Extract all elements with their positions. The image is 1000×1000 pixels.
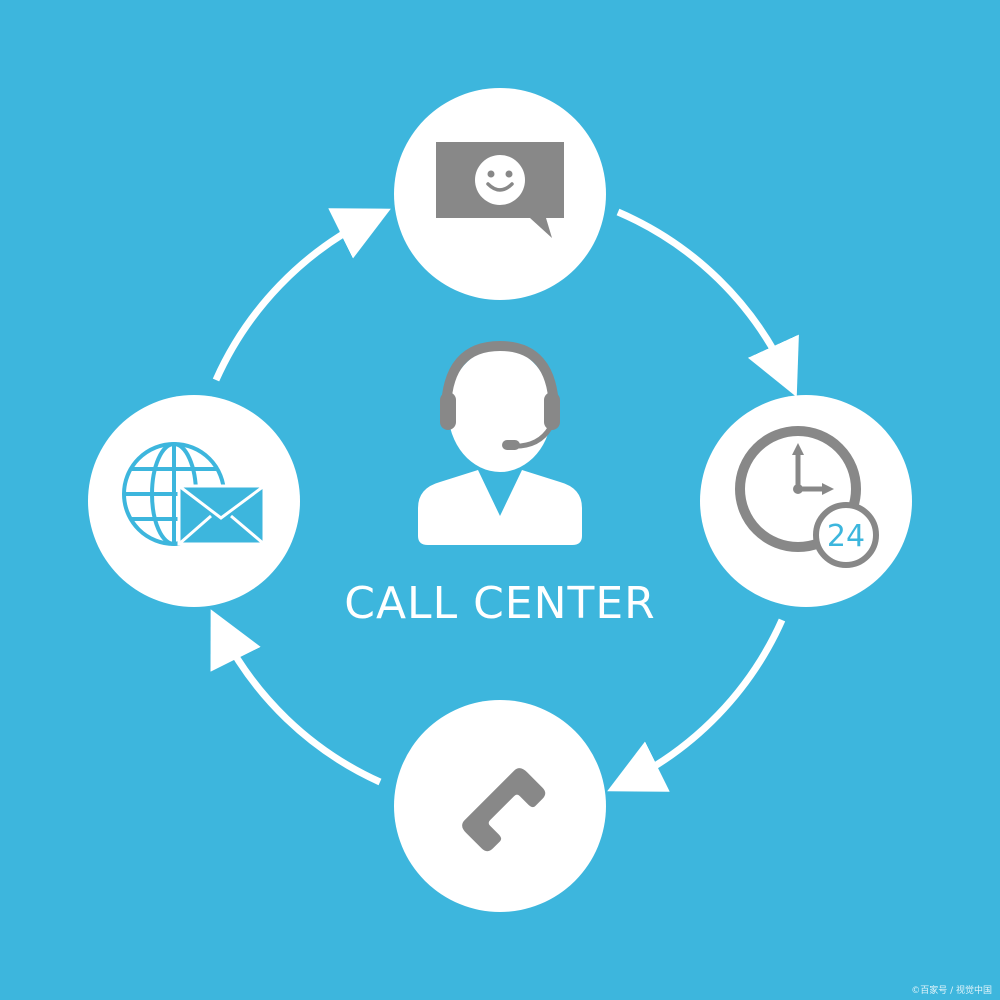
phone-handset-icon	[462, 768, 546, 852]
clock-24-icon: 24	[735, 426, 879, 568]
headset-agent-icon	[418, 340, 582, 545]
arrow-bottom-to-left	[210, 609, 382, 786]
diagram-title: CALL CENTER	[344, 578, 656, 629]
arrow-right-to-bottom	[607, 618, 786, 792]
arrow-top-to-right	[616, 208, 799, 398]
clock-badge-text: 24	[827, 519, 865, 554]
chat-smiley-icon	[436, 142, 564, 238]
globe-mail-node[interactable]	[88, 395, 300, 607]
chat-node[interactable]	[394, 88, 606, 300]
globe-mail-icon	[122, 442, 266, 546]
watermark: ©百家号 / 视觉中国	[911, 986, 992, 996]
phone-node[interactable]	[394, 700, 606, 912]
arrow-left-to-top	[212, 208, 391, 382]
clock-24-node[interactable]: 24	[700, 395, 912, 607]
